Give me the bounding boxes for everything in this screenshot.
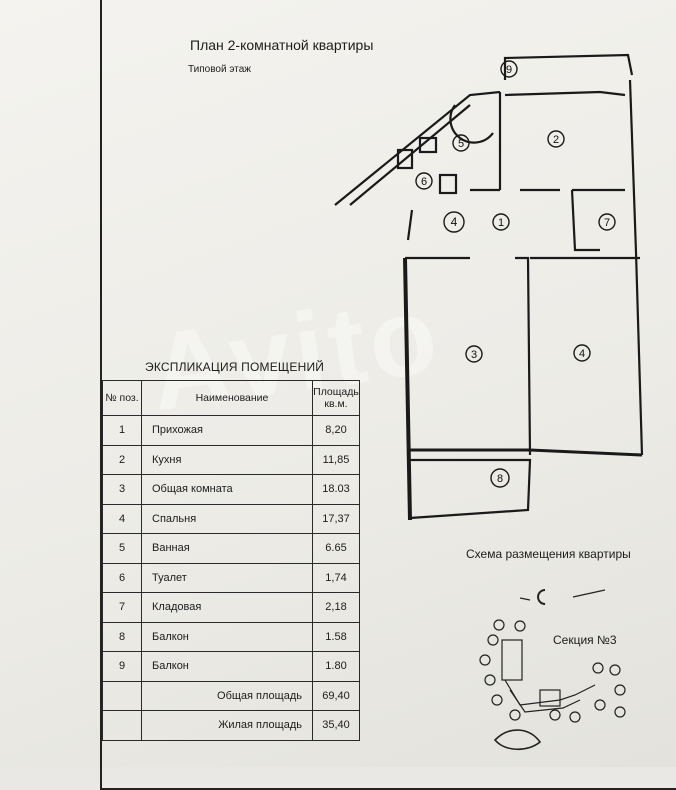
plan-wall [504, 90, 626, 97]
room-marker-1 [492, 213, 510, 231]
room-marker-4 [573, 344, 591, 362]
room-label-4a: 4 [451, 215, 458, 229]
row-num: 7 [102, 592, 142, 623]
plan-wall [438, 173, 458, 195]
row-area: 8,20 [312, 415, 360, 446]
row-area: 17,37 [312, 503, 360, 534]
room-label-2: 2 [553, 134, 559, 146]
floor-plan: 9 2 5 6 4 1 7 3 4 8 [334, 53, 644, 751]
room-marker-8 [490, 468, 510, 488]
row-area: 2,18 [312, 592, 360, 623]
row-num: 2 [102, 444, 142, 475]
row-name: Балкон [141, 621, 313, 652]
plan-wall [406, 188, 560, 241]
table-row: 3 Общая комната 18.03 [102, 474, 360, 505]
plan-wall [334, 90, 501, 206]
room-label-9: 9 [506, 64, 512, 76]
row-num: 9 [102, 651, 142, 682]
room-marker-2 [547, 130, 565, 148]
total-label: Общая площадь [141, 680, 313, 711]
plan-wall [409, 458, 532, 520]
plan-wall [570, 188, 625, 252]
room-label-3: 3 [471, 349, 477, 361]
room-label-7: 7 [604, 217, 610, 229]
total-value: 69,40 [312, 680, 360, 711]
table-row: 9 Балкон 1.80 [102, 651, 360, 682]
room-marker-3 [465, 345, 483, 363]
row-num: 3 [102, 474, 142, 505]
room-label-8: 8 [497, 473, 503, 485]
room-label-4: 4 [579, 348, 585, 360]
room-label-5: 5 [458, 138, 464, 150]
row-name: Спальня [141, 503, 313, 534]
table-row: 4 Спальня 17,37 [102, 503, 360, 534]
row-name: Ванная [141, 533, 313, 564]
row-num: 8 [102, 621, 142, 652]
row-area: 1.58 [312, 621, 360, 652]
room-marker-6 [415, 172, 433, 190]
plan-wall [349, 104, 471, 206]
plan-wall [405, 256, 532, 456]
row-name: Кухня [141, 444, 313, 475]
table-row: 7 Кладовая 2,18 [102, 592, 360, 623]
rooms-table: № поз. Наименование Площадь кв.м. 1 Прих… [102, 380, 360, 741]
row-area: 11,85 [312, 444, 360, 475]
row-name: Кладовая [141, 592, 313, 623]
row-name: Туалет [141, 562, 313, 593]
total-value: 35,40 [312, 710, 360, 741]
section-scheme [479, 589, 626, 751]
plan-wall [396, 148, 414, 170]
table-header-row: № поз. Наименование Площадь кв.м. [102, 380, 360, 416]
row-num: 5 [102, 533, 142, 564]
plan-wall [449, 104, 494, 144]
row-num: 1 [102, 415, 142, 446]
plan-subtitle: Типовой этаж [188, 64, 251, 75]
table-row: 1 Прихожая 8,20 [102, 415, 360, 446]
header-name: Наименование [141, 380, 313, 416]
row-num: 4 [102, 503, 142, 534]
table-row: 8 Балкон 1.58 [102, 621, 360, 652]
explication-title: ЭКСПЛИКАЦИЯ ПОМЕЩЕНИЙ [145, 360, 325, 374]
total-row: Общая площадь 69,40 [102, 680, 360, 711]
room-marker-labels: 9 2 5 6 4 1 7 3 4 8 [421, 64, 610, 485]
total-row: Жилая площадь 35,40 [102, 710, 360, 741]
table-row: 2 Кухня 11,85 [102, 444, 360, 475]
header-num: № поз. [102, 380, 142, 416]
plan-wall [628, 79, 644, 456]
row-area: 1.80 [312, 651, 360, 682]
plan-wall [418, 136, 438, 154]
row-num: 6 [102, 562, 142, 593]
section-label: Секция №3 [553, 633, 617, 647]
room-label-6: 6 [421, 176, 427, 188]
plan-wall [410, 448, 643, 457]
room-marker-7 [598, 213, 616, 231]
room-marker-9 [500, 60, 518, 78]
row-area: 6.65 [312, 533, 360, 564]
row-name: Общая комната [141, 474, 313, 505]
row-name: Прихожая [141, 415, 313, 446]
room-marker-5 [452, 134, 470, 152]
room-label-1: 1 [498, 217, 504, 229]
row-area: 18.03 [312, 474, 360, 505]
table-row: 5 Ванная 6.65 [102, 533, 360, 564]
header-area: Площадь кв.м. [312, 380, 360, 416]
room-marker-4-small [443, 211, 465, 233]
plan-title: План 2-комнатной квартиры [190, 37, 374, 53]
table-row: 6 Туалет 1,74 [102, 562, 360, 593]
total-label: Жилая площадь [141, 710, 313, 741]
plan-wall [403, 257, 412, 521]
row-name: Балкон [141, 651, 313, 682]
row-area: 1,74 [312, 562, 360, 593]
plan-wall [503, 53, 634, 80]
scheme-title: Схема размещения квартиры [466, 547, 631, 561]
